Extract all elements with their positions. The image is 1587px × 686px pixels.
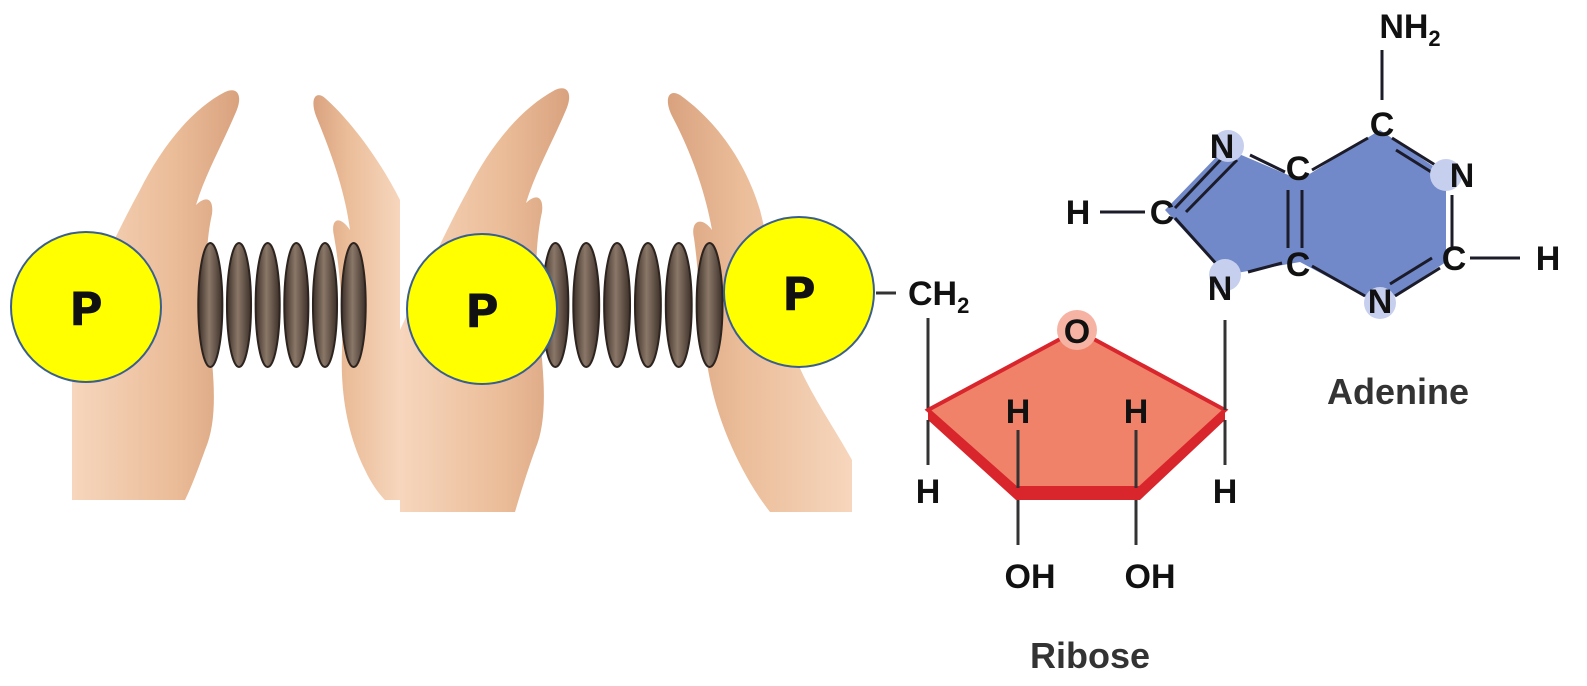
phosphate-label: P [465,284,499,338]
c-left: C [1150,194,1175,232]
spring-coil [283,242,310,368]
c-right: C [1442,240,1467,278]
ribose-molecule: CH2 O H H H H OH OH Ribose [876,275,1237,676]
c-top: C [1370,106,1395,144]
oh-left: OH [1005,558,1056,596]
spring-icon [541,242,724,368]
phosphate-3: P [723,216,875,368]
n-top-left: N [1210,128,1235,166]
spring-coil [197,242,224,368]
spring-coil [254,242,281,368]
spring-coil [664,242,693,368]
h-left: H [1066,194,1091,232]
spring-coil [603,242,632,368]
adenine-ring [1165,130,1446,305]
c-mid-top: C [1286,150,1311,188]
spring-coil [695,242,724,368]
h-inner-right: H [1124,393,1149,431]
spring-coil [225,242,253,368]
nh2-group: NH2 [1379,8,1440,51]
oh-right: OH [1125,558,1176,596]
h-left: H [916,473,941,511]
ribose-ring [924,327,1229,490]
phosphate-2: P [406,233,558,385]
spring-icon [197,242,367,368]
spring-coil [572,242,601,368]
phosphate-label: P [782,267,816,321]
adenine-label: Adenine [1327,371,1469,412]
h-right: H [1536,240,1561,278]
n-bottom: N [1368,283,1393,321]
n-bottom-left: N [1208,270,1233,308]
adenine-molecule: NH2 C N C N H C C C H N N Adenine [1066,8,1561,412]
ribose-label: Ribose [1030,635,1150,676]
h-inner-left: H [1006,393,1031,431]
ring-oxygen: O [1064,313,1090,351]
spring-coil [311,242,339,368]
h-right: H [1213,473,1238,511]
c-mid-bottom: C [1286,246,1311,284]
phosphate-1: P [10,231,162,383]
spring-coil [340,242,367,368]
ch2-group: CH2 [908,275,969,318]
phosphate-label: P [69,282,103,336]
spring-coil [633,242,662,368]
n-right: N [1450,157,1475,195]
